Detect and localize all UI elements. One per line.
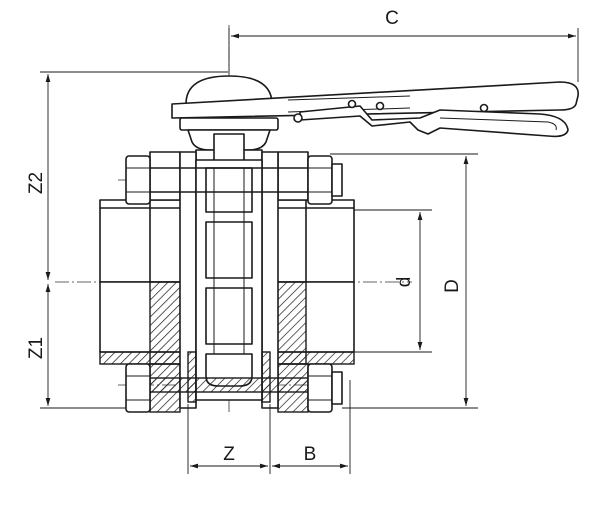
dim-label-b: B — [304, 444, 317, 465]
dim-label-d-large: D — [442, 279, 463, 293]
dim-label-z2: Z2 — [26, 172, 47, 194]
pipe-sockets-lower — [99, 281, 355, 365]
bolts-upper — [125, 155, 343, 205]
bolts-lower — [125, 363, 343, 413]
valve-body — [179, 151, 279, 409]
pipe-sockets-upper — [99, 199, 355, 283]
dimension-lines — [40, 28, 579, 474]
lever-handle — [171, 75, 579, 165]
dim-label-d-small: d — [394, 277, 415, 288]
dim-label-z1: Z1 — [26, 337, 47, 359]
dim-label-z: Z — [223, 444, 235, 465]
dim-label-c: C — [385, 8, 399, 29]
